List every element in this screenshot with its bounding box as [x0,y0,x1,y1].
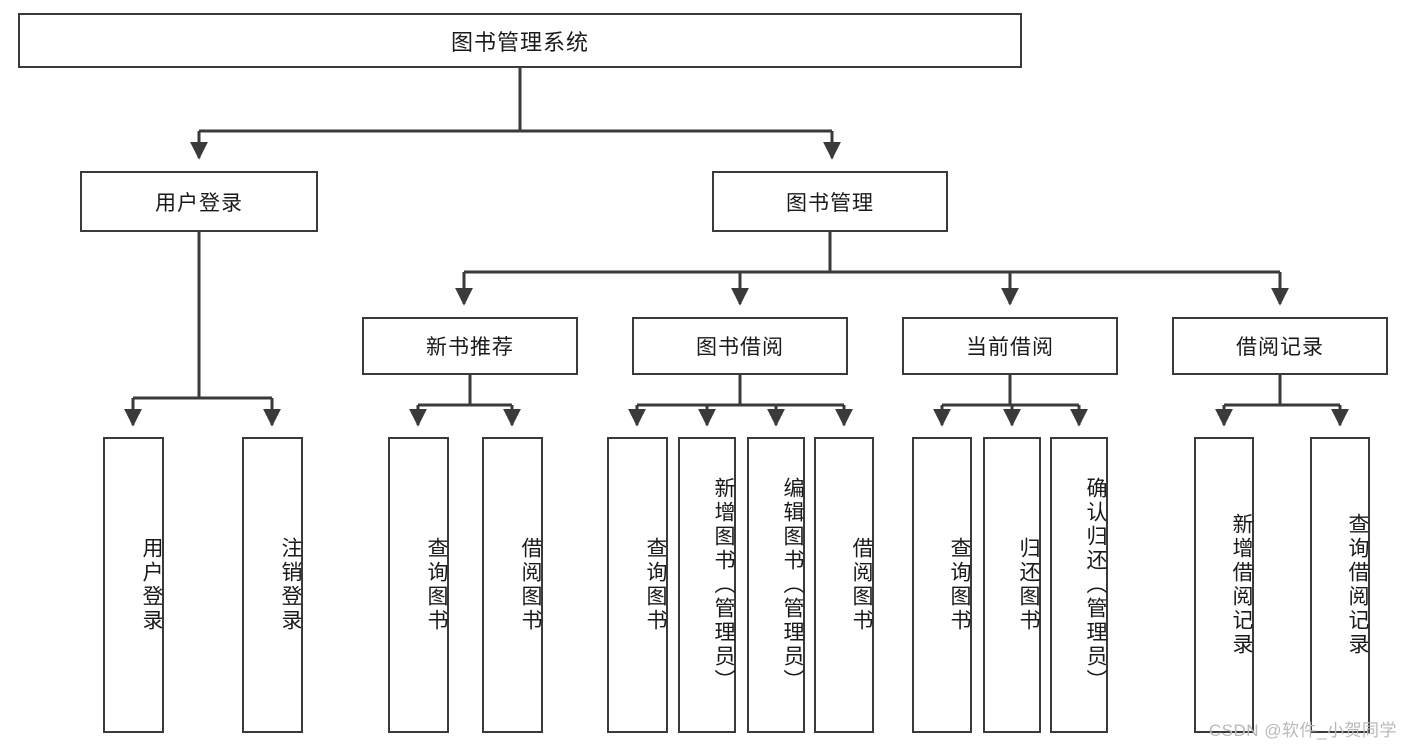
node-book-borrow-label: 图书借阅 [696,336,784,359]
node-leaf-query-book-1-label: 查询图书 [425,537,448,633]
node-leaf-return-book-label: 归还图书 [1017,537,1040,633]
node-book-manage-label: 图书管理 [786,191,874,215]
node-leaf-add-book[interactable]: 新增图书（管理员） [678,437,736,733]
node-leaf-confirm-return-label: 确认归还（管理员） [1084,477,1107,693]
node-leaf-borrow-book-1[interactable]: 借阅图书 [482,437,543,733]
node-leaf-user-login-label: 用户登录 [140,537,163,633]
node-borrow-record-label: 借阅记录 [1236,336,1324,359]
node-leaf-query-book-3-label: 查询图书 [948,537,971,633]
node-leaf-return-book[interactable]: 归还图书 [983,437,1041,733]
node-leaf-borrow-book-2-label: 借阅图书 [850,537,873,633]
node-leaf-logout-label: 注销登录 [279,537,302,633]
node-leaf-add-book-label: 新增图书（管理员） [712,477,735,693]
node-leaf-borrow-book-1-label: 借阅图书 [519,537,542,633]
node-leaf-query-book-3[interactable]: 查询图书 [912,437,972,733]
node-book-borrow[interactable]: 图书借阅 [632,317,848,375]
node-leaf-query-record-label: 查询借阅记录 [1346,513,1369,657]
node-root[interactable]: 图书管理系统 [18,13,1022,68]
node-leaf-query-book-2-label: 查询图书 [644,537,667,633]
node-leaf-borrow-book-2[interactable]: 借阅图书 [814,437,874,733]
node-root-label: 图书管理系统 [450,29,589,55]
node-new-book-rec[interactable]: 新书推荐 [362,317,578,375]
node-leaf-edit-book-label: 编辑图书（管理员） [781,477,804,693]
node-current-borrow-label: 当前借阅 [966,336,1054,359]
node-leaf-user-login[interactable]: 用户登录 [103,437,164,733]
node-leaf-query-book-2[interactable]: 查询图书 [607,437,668,733]
node-user-login-label: 用户登录 [155,191,243,215]
watermark: CSDN @软件_小贺同学 [1208,721,1397,740]
node-new-book-rec-label: 新书推荐 [426,336,514,359]
node-leaf-add-record-label: 新增借阅记录 [1230,513,1253,657]
node-leaf-add-record[interactable]: 新增借阅记录 [1194,437,1254,733]
node-leaf-edit-book[interactable]: 编辑图书（管理员） [747,437,805,733]
node-leaf-logout[interactable]: 注销登录 [242,437,303,733]
node-leaf-query-record[interactable]: 查询借阅记录 [1310,437,1370,733]
node-user-login[interactable]: 用户登录 [80,171,318,232]
node-current-borrow[interactable]: 当前借阅 [902,317,1118,375]
node-leaf-query-book-1[interactable]: 查询图书 [388,437,449,733]
node-leaf-confirm-return[interactable]: 确认归还（管理员） [1050,437,1108,733]
node-book-manage[interactable]: 图书管理 [712,171,948,232]
node-borrow-record[interactable]: 借阅记录 [1172,317,1388,375]
